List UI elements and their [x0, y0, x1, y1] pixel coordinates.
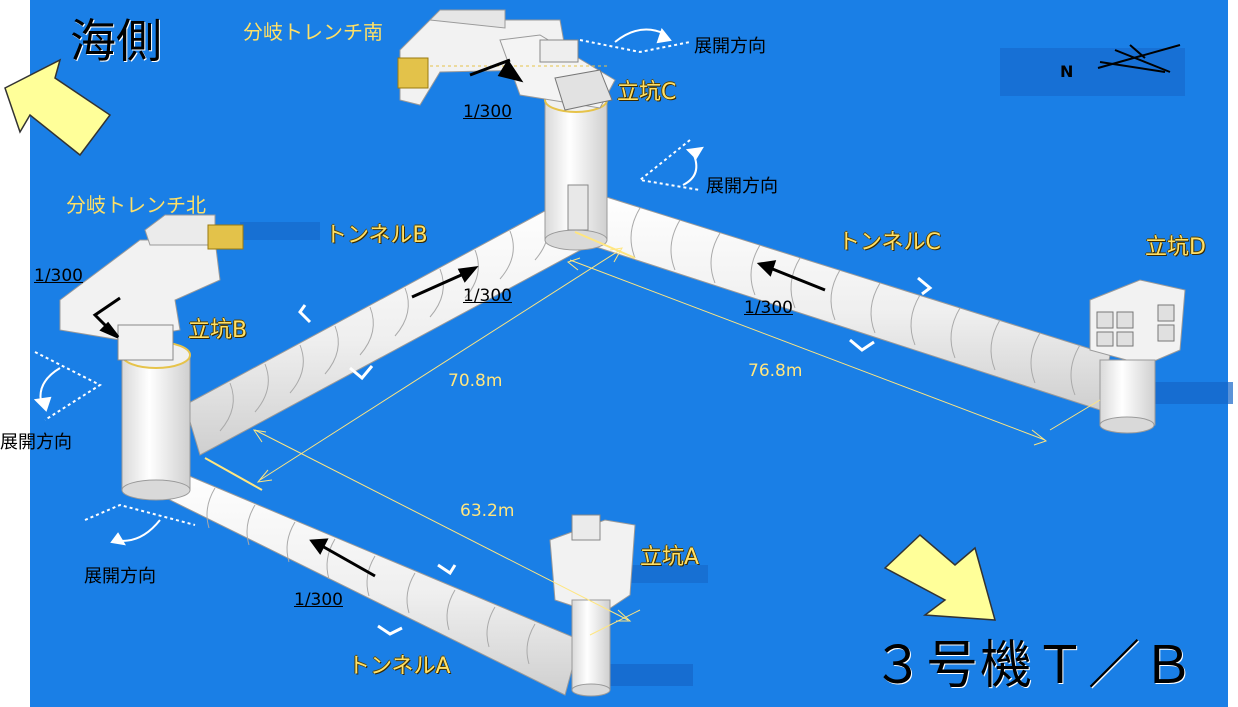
- branch-north-label: 分岐トレンチ北: [66, 193, 206, 217]
- tunnel-b-label: トンネルB: [325, 223, 428, 248]
- branch-south-label: 分岐トレンチ南: [243, 20, 383, 44]
- develop-direction-label-bottom: 展開方向: [84, 566, 156, 587]
- shaft-d-structure: [1089, 279, 1186, 434]
- develop-direction-label-left: 展開方向: [0, 432, 72, 453]
- unit3-arrow: [883, 533, 997, 621]
- branch-trench-south: [397, 9, 616, 111]
- shaft-d-label: 立坑D: [1145, 235, 1206, 260]
- sea-side-arrow: [4, 58, 112, 157]
- gradient-label-tunnel-a: 1/300: [294, 590, 343, 610]
- flow-marks: [298, 276, 933, 636]
- sea-side-label: 海側: [70, 14, 162, 68]
- shaft-a-label: 立坑A: [640, 545, 700, 570]
- unit3-tb-label: ３号機Ｔ／Ｂ: [872, 636, 1197, 696]
- shaft-b-structure: [59, 214, 244, 501]
- shaft-c-structure: [544, 87, 608, 251]
- dimension-lines: [204, 231, 1101, 636]
- develop-direction-label-top: 展開方向: [694, 36, 766, 57]
- tunnel-c-label: トンネルC: [838, 230, 941, 255]
- flow-arrows: [92, 58, 826, 578]
- north-marker: [1097, 44, 1181, 73]
- gradient-label-tunnel-b: 1/300: [463, 286, 512, 306]
- dimension-70-8: 70.8m: [448, 371, 503, 391]
- gradient-label-tunnel-c: 1/300: [744, 298, 793, 318]
- tunnel-a-label: トンネルA: [348, 654, 451, 679]
- tunnel-b: [184, 199, 591, 456]
- shaft-c-label: 立坑C: [617, 80, 677, 105]
- north-label: N: [1060, 62, 1074, 81]
- shaft-b-label: 立坑B: [188, 318, 248, 343]
- gradient-label-b-branch: 1/300: [34, 266, 83, 286]
- develop-direction-marks: [33, 27, 704, 546]
- develop-direction-label-right: 展開方向: [706, 176, 778, 197]
- dimension-76-8: 76.8m: [748, 361, 803, 381]
- gradient-label-c-shaft: 1/300: [463, 102, 512, 122]
- dimension-63-2: 63.2m: [460, 501, 515, 521]
